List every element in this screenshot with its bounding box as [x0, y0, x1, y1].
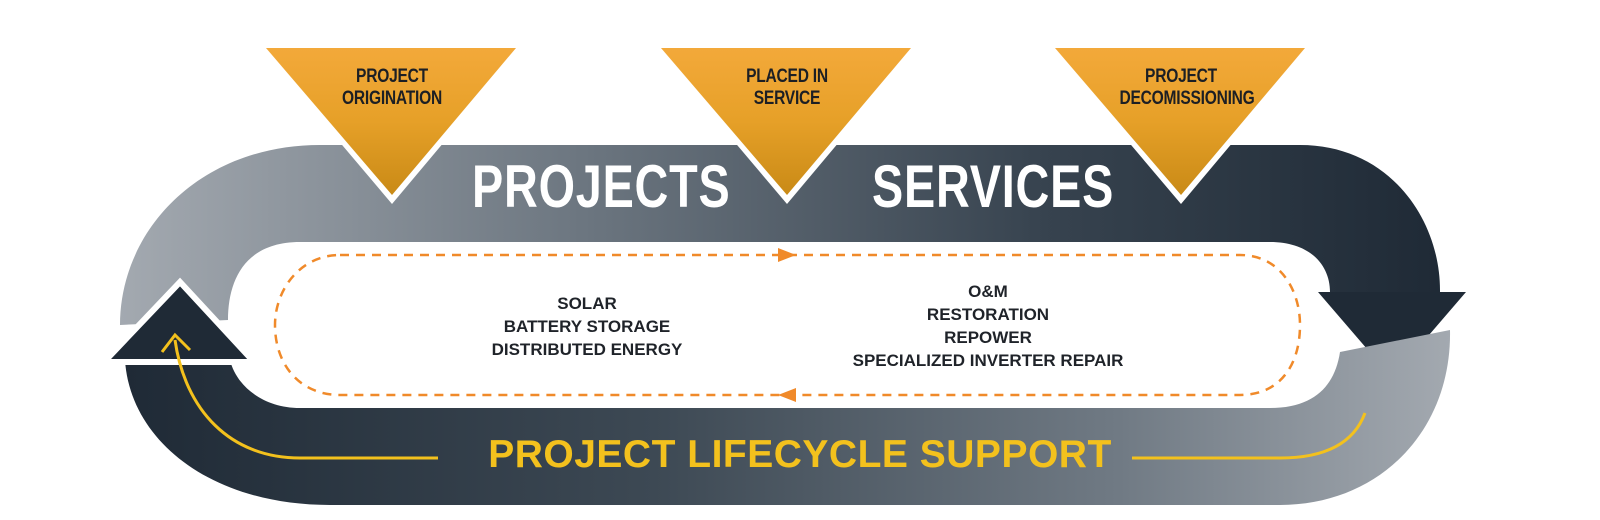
- projects-list-item: DISTRIBUTED ENERGY: [491, 340, 683, 359]
- services-list-item: O&M: [968, 282, 1008, 301]
- services-list: O&M RESTORATION REPOWER SPECIALIZED INVE…: [808, 280, 1168, 372]
- bottom-band: [125, 330, 1451, 505]
- triangle-project-decomissioning: [1044, 42, 1317, 204]
- dashed-inner-loop: [273, 253, 1302, 397]
- yellow-return-arrow-left: [173, 339, 438, 460]
- triangle-project-origination: [255, 42, 528, 204]
- heading-services: SERVICES: [872, 153, 1115, 220]
- dashed-arrow-right: [778, 248, 796, 262]
- services-list-item: REPOWER: [944, 328, 1032, 347]
- triangle-placed-in-service: [650, 42, 923, 204]
- services-list-item: RESTORATION: [926, 305, 1050, 324]
- lifecycle-support-title: PROJECT LIFECYCLE SUPPORT: [488, 433, 1112, 476]
- projects-list-item: SOLAR: [557, 294, 617, 313]
- heading-projects: PROJECTS: [472, 153, 731, 220]
- top-band: [120, 145, 1440, 325]
- top-right-arrowhead: [1318, 292, 1466, 378]
- dashed-arrow-left: [778, 388, 796, 402]
- services-list-item: SPECIALIZED INVERTER REPAIR: [852, 351, 1124, 370]
- yellow-return-arrow-right: [1132, 412, 1367, 460]
- projects-list: SOLAR BATTERY STORAGE DISTRIBUTED ENERGY: [407, 292, 767, 361]
- projects-list-item: BATTERY STORAGE: [503, 317, 671, 336]
